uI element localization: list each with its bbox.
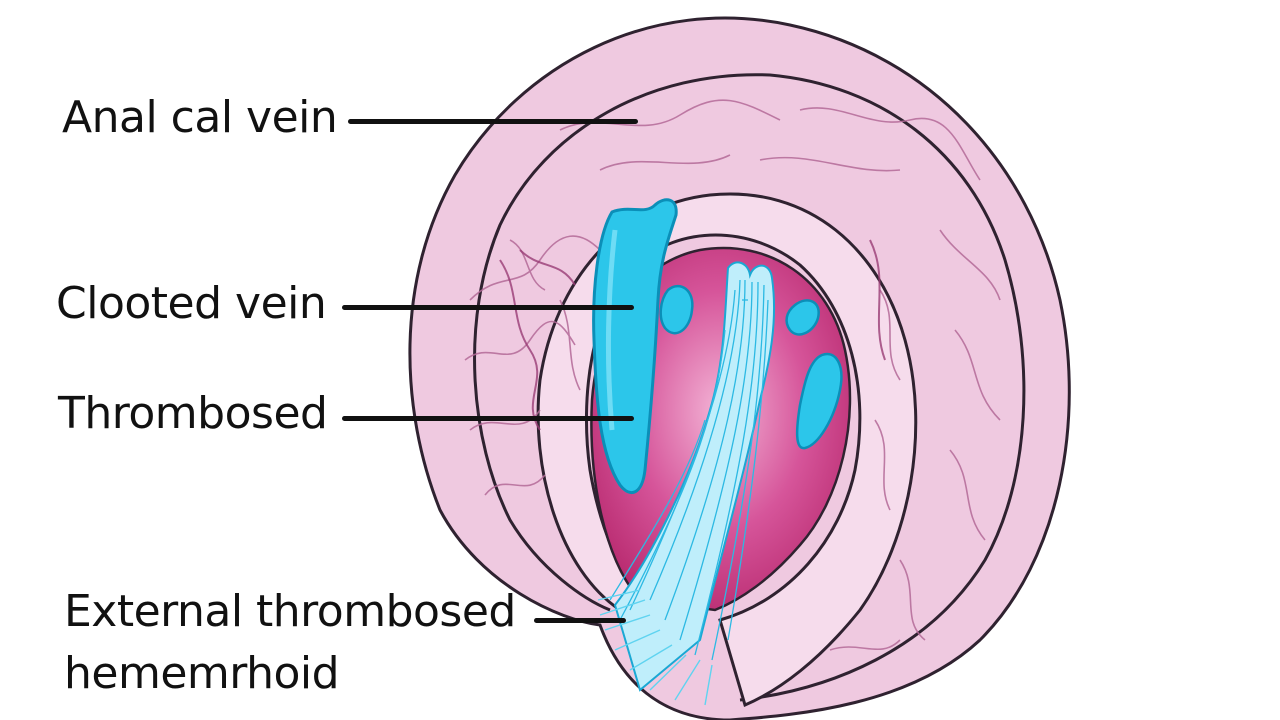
leader-line-anal-vein (348, 119, 638, 124)
leader-line-external (534, 618, 626, 623)
leader-line-clotted-vein (342, 305, 634, 310)
label-external-line1: External thrombosed (64, 586, 516, 637)
label-thrombosed: Thrombosed (58, 388, 328, 439)
thrombus-1 (659, 284, 694, 335)
clotted-vein-highlight (605, 229, 618, 431)
label-anal-vein: Anal cal vein (62, 92, 338, 143)
label-clotted-vein: Clooted vein (56, 278, 327, 329)
label-external-line2: hememrhoid (64, 648, 340, 699)
thrombus-3 (795, 352, 843, 450)
inner-tissue-boundary (473, 73, 1026, 702)
leader-line-thrombosed (342, 416, 634, 421)
fibrous-strand (597, 261, 776, 706)
thrombus-2 (785, 299, 820, 336)
tissue-vessels-dark (499, 239, 886, 431)
